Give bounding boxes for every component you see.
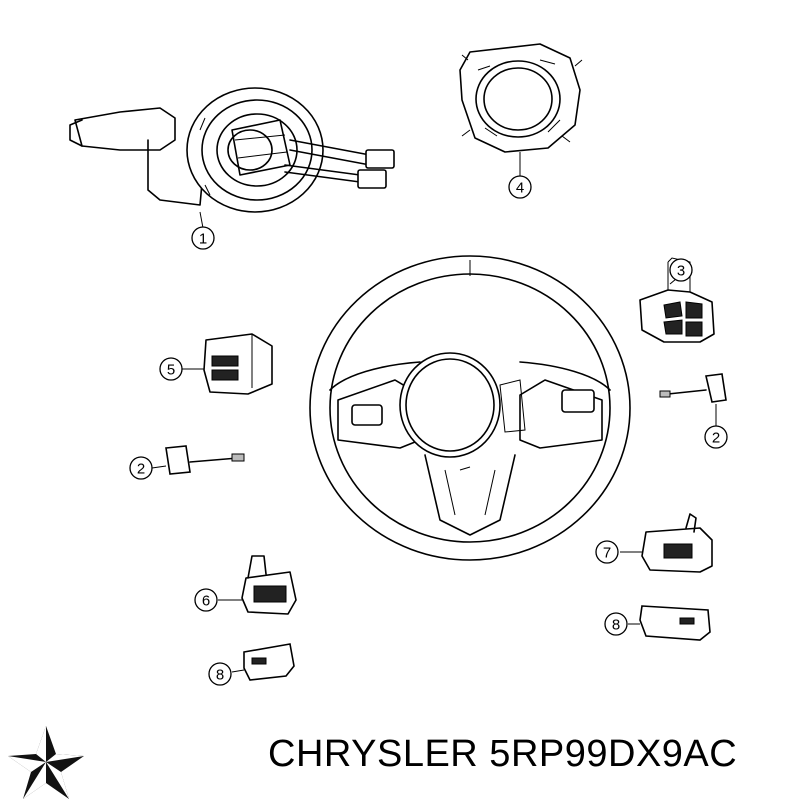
right-paddle-cover <box>628 605 711 641</box>
callout-2-left: 2 <box>129 456 153 480</box>
callout-5: 5 <box>159 357 183 381</box>
svg-text:5: 5 <box>167 362 175 379</box>
steering-wheel <box>309 255 631 561</box>
callout-8-left: 8 <box>208 662 232 686</box>
chrysler-pentastar-logo <box>8 726 84 799</box>
svg-text:6: 6 <box>202 593 210 610</box>
callout-1: 1 <box>191 226 215 250</box>
left-paddle-cover <box>231 643 295 681</box>
clockspring-multifunction-switch <box>69 87 395 229</box>
svg-text:7: 7 <box>603 545 611 562</box>
wiring-jumper-left <box>151 445 245 475</box>
left-control-switch <box>182 333 273 395</box>
callout-2-right: 2 <box>704 425 728 449</box>
svg-text:8: 8 <box>612 617 620 634</box>
left-paddle-switch <box>218 555 297 615</box>
part-number-caption: CHRYSLER 5RP99DX9AC <box>268 733 738 775</box>
callout-8-right: 8 <box>604 612 628 636</box>
svg-text:4: 4 <box>516 180 524 197</box>
callout-3: 3 <box>669 258 693 282</box>
svg-text:3: 3 <box>677 263 685 280</box>
svg-text:2: 2 <box>137 461 145 478</box>
callout-4: 4 <box>508 175 532 199</box>
callout-6: 6 <box>194 588 218 612</box>
clockspring-housing <box>459 43 583 176</box>
svg-text:1: 1 <box>199 231 207 248</box>
svg-text:2: 2 <box>712 430 720 447</box>
callout-7: 7 <box>595 540 619 564</box>
right-paddle-switch <box>620 513 713 573</box>
svg-text:8: 8 <box>216 667 224 684</box>
wiring-jumper-right <box>659 373 727 426</box>
